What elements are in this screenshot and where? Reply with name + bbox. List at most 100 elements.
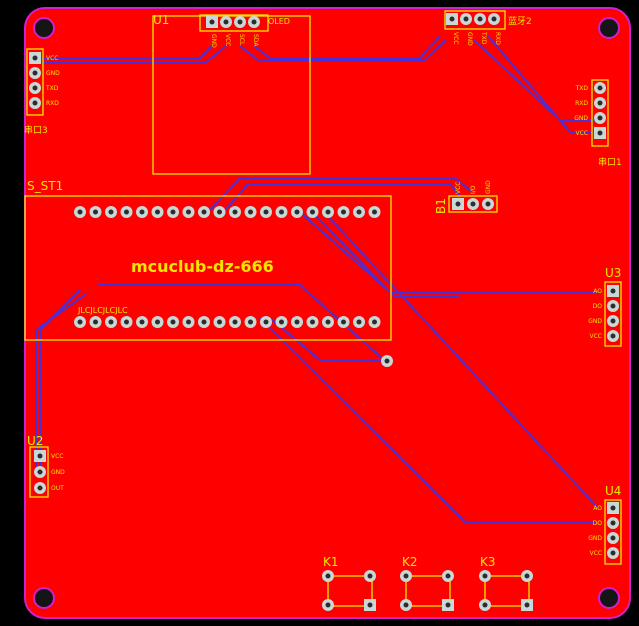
k3-outline — [484, 575, 530, 607]
bt-header-pad-drill — [491, 16, 497, 22]
s-st1-pad-bottom-drill — [170, 319, 176, 325]
uart3-header-pad-drill — [32, 55, 38, 61]
s-st1-pad-bottom-drill — [310, 319, 315, 325]
pin-label: GND — [46, 70, 60, 77]
s-st1-pad-bottom-drill — [108, 319, 114, 325]
pin-label: GND — [588, 318, 602, 325]
s-st1-pad-bottom-drill — [232, 319, 238, 325]
pin-label: GND — [485, 180, 492, 194]
pin-label: TXD — [575, 85, 589, 92]
u4-designator: U4 — [605, 484, 621, 498]
button-pad-drill — [325, 573, 331, 579]
uart1-header-pad-drill — [597, 100, 603, 106]
uart3-header-pad-drill — [32, 85, 38, 91]
s-st1-designator: S_ST1 — [27, 179, 63, 193]
s-st1-pad-top-drill — [186, 209, 191, 215]
s-st1-pad-bottom-drill — [279, 319, 284, 325]
u1-header-pad-drill — [251, 19, 257, 25]
pin-label: VCC — [452, 32, 459, 44]
s-st1-pad-top-drill — [248, 209, 253, 215]
pin-label: GND — [466, 32, 473, 46]
button-pad-drill — [403, 602, 409, 608]
b1-header-pad-drill — [455, 201, 461, 207]
trace — [269, 317, 386, 362]
trace — [97, 284, 386, 362]
s-st1-pad-bottom-drill — [356, 319, 362, 325]
s-st1-pad-bottom-drill — [325, 319, 331, 325]
bt-header-pad-drill — [449, 16, 455, 22]
oled-header-outline — [199, 14, 269, 32]
s-st1-pad-top-drill — [294, 209, 300, 215]
s-st1-pad-bottom-drill — [201, 319, 207, 325]
k1-outline — [327, 575, 373, 607]
bt-header-outline — [444, 10, 506, 30]
bt-header-label: 蓝牙2 — [508, 15, 532, 27]
uart1-header-pad-drill — [597, 130, 603, 136]
button-pad-drill — [524, 573, 530, 579]
s-st1-pad-bottom-drill — [155, 319, 160, 325]
pin-label: RXD — [575, 100, 588, 107]
s-st1-pad-top-drill — [279, 209, 284, 215]
u1-header-pad-drill — [209, 19, 215, 25]
u3-header-outline — [604, 281, 622, 347]
s-st1-pad-bottom-drill — [217, 319, 222, 325]
button-pad-drill — [403, 573, 409, 579]
button-pad-drill — [325, 602, 331, 608]
s-st1-pad-bottom-drill — [124, 319, 129, 325]
mounting-hole-top-left — [33, 17, 55, 39]
s-st1-pad-top-drill — [155, 209, 160, 215]
trace — [239, 39, 447, 61]
s-st1-pad-top-drill — [232, 209, 238, 215]
pin-label: RXD — [494, 32, 501, 45]
b1-header-pad-drill — [485, 201, 491, 207]
s-st1-pad-bottom-drill — [93, 319, 98, 325]
s-st1-pad-top-drill — [263, 209, 269, 215]
pin-label: GND — [210, 34, 217, 48]
pin-label: AO — [593, 288, 602, 295]
s-st1-pad-top-drill — [217, 209, 222, 215]
u4-header-pad-drill — [610, 505, 616, 511]
u2-header-pad-drill — [37, 485, 43, 491]
b1-outline — [448, 195, 498, 213]
uart1-header-pad-drill — [597, 85, 603, 91]
s-st1-pad-top-drill — [170, 209, 176, 215]
s-st1-pad-top-drill — [77, 209, 83, 215]
oled-header-label: OLED — [268, 17, 290, 26]
s-st1-pad-bottom-drill — [263, 319, 269, 325]
u3-header-pad-drill — [610, 318, 616, 324]
mounting-hole-bottom-left — [33, 587, 55, 609]
uart3-header-outline — [26, 48, 44, 116]
pin-label: GND — [51, 469, 65, 476]
button-pad-drill — [445, 602, 451, 608]
trace — [259, 317, 598, 523]
u4-header-pad-drill — [610, 550, 616, 556]
b1-header-pad-drill — [470, 201, 476, 207]
u4-header-outline — [604, 499, 622, 565]
uart1-header-pad-drill — [597, 115, 603, 121]
u2-header-pad-drill — [37, 453, 43, 459]
u1-header-pad-drill — [237, 19, 243, 25]
uart3-header-label: 串口3 — [24, 125, 48, 136]
s-st1-pad-top-drill — [310, 209, 315, 215]
pin-label: TXD — [480, 31, 487, 45]
s-st1-pad-bottom-drill — [248, 319, 253, 325]
pin-label: VCC — [51, 453, 63, 460]
pin-label: VCC — [590, 333, 602, 340]
pin-label: SCL — [238, 34, 245, 46]
trace — [224, 183, 461, 211]
u4-header-pad-drill — [610, 520, 616, 526]
u3-header-pad-drill — [610, 333, 616, 339]
silkscreen-outlines — [24, 10, 622, 607]
s-st1-pad-top-drill — [93, 209, 98, 215]
trace — [323, 211, 599, 509]
pin-label: RXD — [46, 100, 59, 107]
trace — [40, 45, 213, 59]
u1-header-pad-drill — [223, 19, 229, 25]
mounting-hole-bottom-right — [598, 587, 620, 609]
button-pad-drill — [367, 573, 373, 579]
u1-designator: U1 — [153, 13, 169, 27]
pin-label: GND — [574, 115, 588, 122]
uart3-header-pad-drill — [32, 100, 38, 106]
